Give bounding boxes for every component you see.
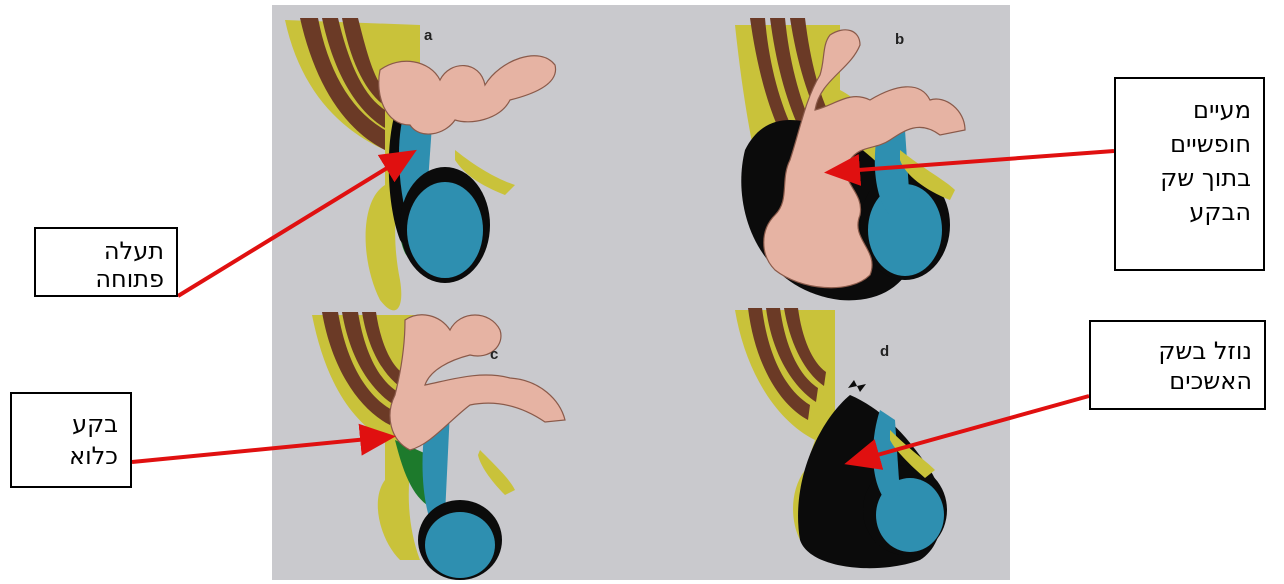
callout-line: הבקע [1128,195,1251,229]
panel-c-letter: c [490,346,498,363]
callout-line: כלוא [24,440,118,472]
panel-a-letter: a [424,27,433,44]
callout-line: חופשיים [1128,127,1251,161]
callout-line: מעיים [1128,93,1251,127]
callout-line: פתוחה [48,265,164,293]
callout-line: תעלה [48,237,164,265]
callout-line: נוזל בשק [1103,336,1252,366]
callout-line: בקע [24,408,118,440]
panel-d-letter: d [880,343,889,360]
callout-line: האשכים [1103,366,1252,396]
callout-free-intestines: מעיים חופשיים בתוך שק הבקע [1114,77,1265,271]
callout-line: בתוך שק [1128,161,1251,195]
callout-incarcerated-hernia: בקע כלוא [10,392,132,488]
callout-scrotal-fluid: נוזל בשק האשכים [1089,320,1266,410]
panel-b-letter: b [895,31,904,48]
callout-open-canal: תעלה פתוחה [34,227,178,297]
